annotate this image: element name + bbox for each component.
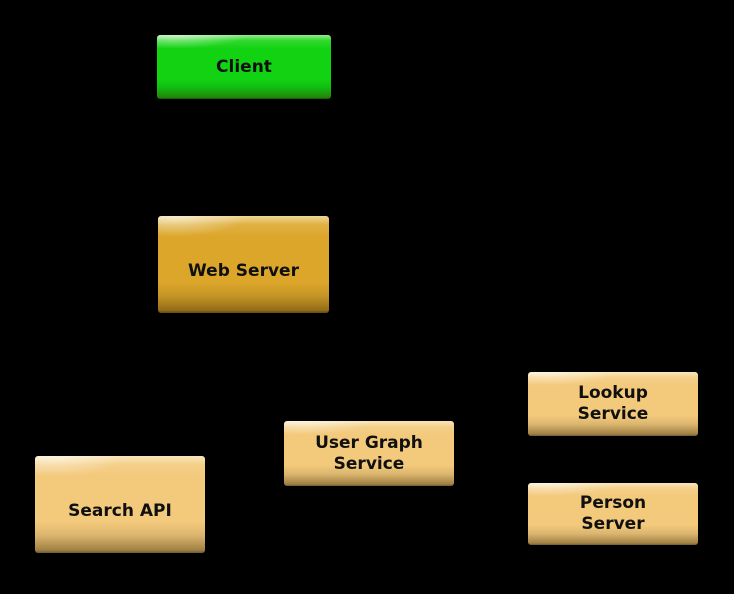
node-label-line-1: User Graph (315, 432, 423, 453)
node-user-graph-service: User Graph Service (284, 421, 454, 486)
node-label-line-1: Person (579, 493, 647, 513)
node-lookup-service: Lookup Service (528, 372, 698, 436)
node-label-line-2: Service (333, 453, 405, 474)
node-web-server: Web Server (158, 216, 329, 313)
node-label: Web Server (188, 261, 299, 281)
node-person-server: Person Server (528, 483, 698, 545)
node-label: Client (216, 56, 272, 77)
node-client: Client (157, 35, 331, 99)
node-label-line-1: Lookup (578, 383, 648, 403)
node-label-line-2: Service (577, 404, 649, 424)
node-label-line-2: Server (581, 514, 645, 534)
node-search-api: Search API (35, 456, 205, 553)
node-label: Search API (68, 501, 172, 521)
